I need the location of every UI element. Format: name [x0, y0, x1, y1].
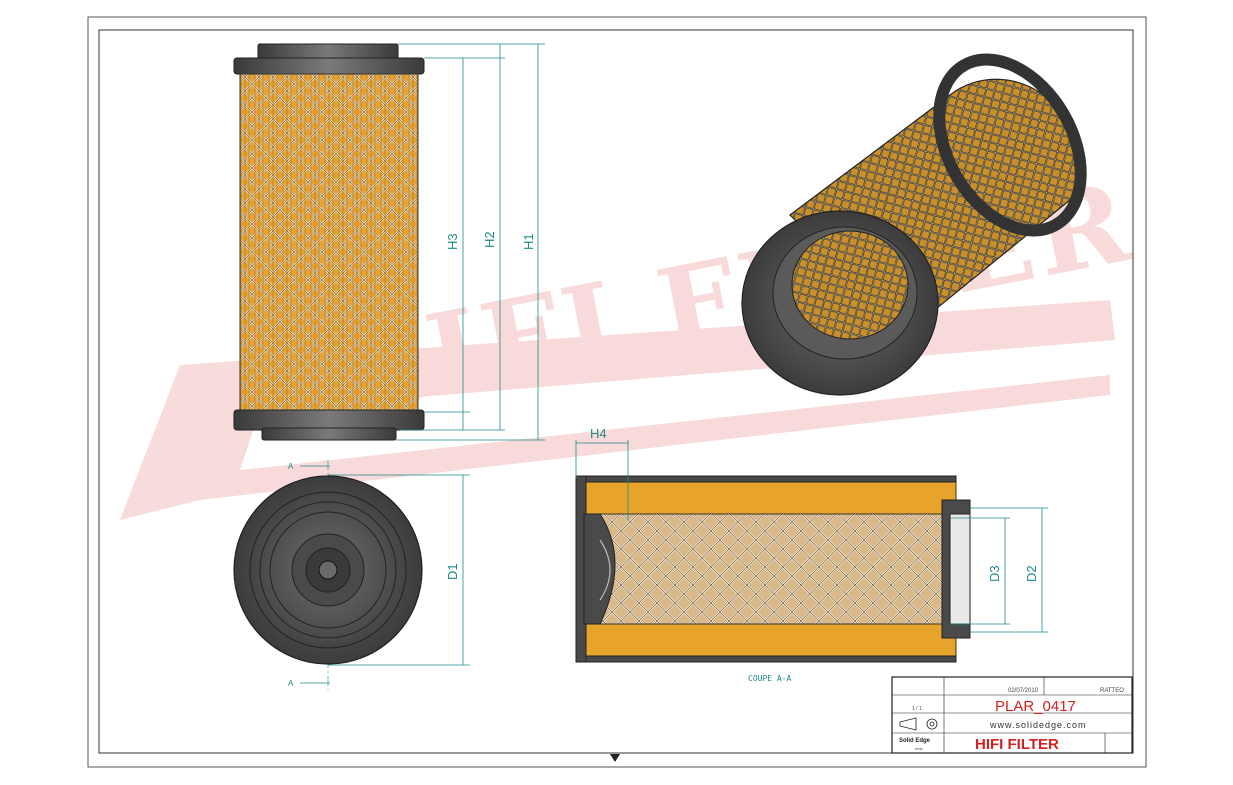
section-view: [575, 475, 971, 663]
website: www.solidedge.com: [989, 720, 1087, 730]
height-dimensions: [396, 43, 545, 441]
dimension-d3: D3: [987, 565, 1002, 582]
section-marker-bottom: A: [288, 679, 294, 688]
center-mark: [610, 754, 620, 762]
front-view: [233, 43, 425, 441]
dimension-h1: H1: [521, 233, 536, 250]
outer-border: [87, 16, 1147, 768]
title-block: 02/07/2010 RATTEO PLAR_0417 1 / 1 www.so…: [891, 676, 1133, 754]
section-dimensions: [575, 440, 1048, 633]
isometric-view: [741, 53, 1087, 396]
title-date: 02/07/2010: [1008, 688, 1039, 694]
section-label: COUPE A-A: [748, 674, 792, 683]
dimension-d2: D2: [1024, 565, 1039, 582]
bottom-view: A A: [233, 460, 470, 690]
brand-name: HIFI FILTER: [975, 736, 1059, 753]
section-core: [583, 513, 957, 625]
sheet-number: 1 / 1: [912, 706, 922, 712]
projection-symbol-icon: [899, 717, 938, 731]
dimension-h2: H2: [482, 231, 497, 248]
section-marker-top: A: [288, 462, 294, 471]
bottom-end-cap: [233, 409, 425, 431]
part-number: PLAR_0417: [995, 698, 1076, 715]
iso-inner-media: [791, 230, 909, 340]
section-top-media: [583, 479, 957, 515]
title-author: RATTEO: [1100, 688, 1124, 694]
software-sub: ems: [915, 746, 923, 751]
dimension-h4: H4: [590, 426, 607, 441]
iso-far-cap: [933, 53, 1087, 237]
disc-center-hole: [318, 560, 338, 580]
inner-border: [98, 29, 1134, 754]
bottom-collar: [261, 427, 397, 441]
section-bottom-media: [583, 623, 957, 659]
dimension-d1: D1: [445, 563, 460, 580]
software-name: Solid Edge: [899, 738, 931, 744]
filter-media: [239, 73, 419, 413]
dimension-h3: H3: [445, 233, 460, 250]
top-end-cap: [233, 57, 425, 75]
